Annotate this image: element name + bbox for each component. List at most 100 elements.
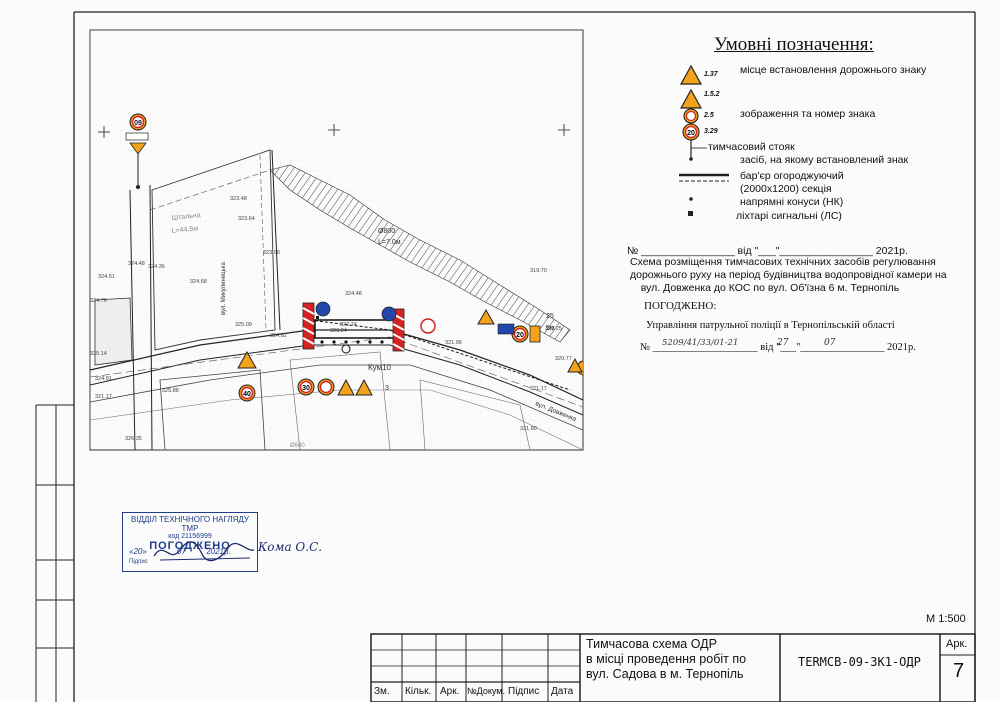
point3-label: 3 [385,385,389,392]
elev-label: 321.96 [445,340,462,346]
sign-30-group: 30 [297,378,373,396]
code-3-29: 3.29 [704,128,718,135]
sign-20-group: 20 [477,308,583,376]
stamp-sign-label: Підпис [129,559,148,565]
elev-label: 322.74 [340,322,357,328]
sign-09-group: 09 [125,113,149,189]
tb-header-doc: №Докум. [467,686,505,696]
pipe-label: Ø800 [378,228,395,235]
scale-label: М 1:500 [926,613,966,625]
street-left-label: Штальна [171,212,201,222]
barrier-left [302,302,315,350]
tb-header-zm: Зм. [374,686,390,697]
tb-header-date: Дата [551,686,574,697]
scheme-desc-line: дорожнього руху на період будівництва во… [630,269,947,281]
dist-label: 25 [546,313,554,320]
elev-label: 323.48 [230,196,247,202]
elev-label: 324.51 [98,274,115,280]
legend-item-barrier-size: (2000x1200) секція [740,183,832,195]
tb-code: TERMCB-09-ЗК1-ОДР [798,655,921,669]
tb-title-line: в місці проведення робіт по [586,652,747,666]
scheme-desc-line: Схема розміщення тимчасових технічних за… [630,256,936,268]
length-right-label: L=7.0м [378,239,401,246]
handwritten-name: Кома О.С. [258,540,323,554]
sign-40-text: 40 [243,391,251,398]
handwritten-month: 07 [824,338,836,348]
legend-item-post: тимчасовий стояк [708,141,795,153]
sign-09-text: 09 [134,120,142,127]
bottom-pipe-label: Ø600 [290,443,305,449]
elev-label: 325.14 [90,351,107,357]
handwritten-day: 27 [777,338,789,348]
street-vertical-label: вул. Микулинецька [221,262,227,315]
legend-symbols: 20 [679,64,729,216]
stamp-month: 07 [177,547,186,556]
warning-sign-icon [679,88,703,109]
stamp-year: 21 [215,547,224,556]
legend-item-cones: напрямні конуси (НК) [740,196,844,208]
legend-item-mount: засіб, на якому встановлений знак [740,154,909,166]
sign-40-group: 40 [237,350,257,402]
elev-label: 325.88 [162,388,179,394]
tb-title: Тимчасова схема ОДР в місці проведення р… [586,637,746,682]
elev-label: 326.35 [125,436,142,442]
speed-limit-value: 20 [687,130,695,137]
elev-label: 324.91 [95,376,112,382]
elev-label: 324.68 [190,279,207,285]
legend-item-sign-location: місце встановлення дорожнього знаку [740,64,927,76]
elev-label: 324.36 [148,264,165,270]
tb-header-ark: Арк. [440,686,460,697]
code-1-5-2: 1.5.2 [704,91,720,98]
scheme-number-line: № ________________ від "___"____________… [627,245,908,257]
elev-label: 323.24 [330,328,347,334]
blue-signs [315,301,436,334]
length-left-label: L=44.5м [171,225,198,235]
legend-item-sign-image: зображення та номер знака [740,108,876,120]
dist2-label: 5м [546,325,555,332]
handwritten-number: 5209/41/33/01-21 [662,338,739,348]
approval-stamp: ВІДДІЛ ТЕХНІЧНОГО НАГЛЯДУ ТМР код 211569… [122,512,258,572]
legend-title: Умовні позначення: [714,34,874,55]
tb-header-sign: Підпис [508,686,540,697]
code-2-5: 2.5 [704,112,714,119]
tb-title-line: Тимчасова схема ОДР [586,637,717,651]
elev-label: 325.09 [235,322,252,328]
elev-label: 321.80 [520,426,537,432]
sign-30-text: 30 [302,385,310,392]
elev-label: 323.98 [263,250,280,256]
elev-label: 321.17 [530,386,547,392]
legend-item-barrier: бар'єр огороджуючий [740,170,844,182]
elev-label: 324.82 [270,333,287,339]
warning-sign-icon [679,64,703,85]
signal-light-icon [688,211,693,216]
kum-label: Кум10 [368,363,392,372]
tb-header-kilk: Кільк. [405,686,432,697]
barrier-right [392,308,405,352]
tb-title-line: вул. Садова в м. Тернопіль [586,667,744,681]
agreed-label: ПОГОДЖЕНО: [644,300,717,312]
legend-item-lights: ліхтарі сигнальні (ЛС) [736,210,842,222]
code-1-37: 1.37 [704,71,718,78]
stamp-line2: код 21156999 [168,533,212,540]
elev-label: 324.48 [345,291,362,297]
agreed-number-line: № ____________________ від "___"________… [640,342,916,353]
stamp-title: ПОГОДЖЕНО [149,540,231,552]
site-map: 09 40 30 20 323.48 323.64 3 [90,30,583,450]
elev-label: 324.76 [90,298,107,304]
stamp-line1: ВІДДІЛ ТЕХНІЧНОГО НАГЛЯДУ ТМР [131,515,249,533]
cone-icon [689,197,693,201]
scheme-description: Схема розміщення тимчасових технічних за… [630,256,947,295]
elev-label: 320.77 [555,356,572,362]
stamp-date: «20» 07 2021р. [129,547,231,556]
embankment [269,164,571,343]
elev-label: 323.64 [238,216,255,222]
sign-20-text: 20 [516,332,524,339]
signature-scribble [153,541,255,562]
elev-label: 324.48 [128,261,145,267]
scheme-desc-line: вул. Довженка до КОС по вул. Об'їзна 6 м… [640,282,900,294]
police-dept: Управління патрульної поліції в Тернопіл… [646,320,895,331]
stamp-day: 20 [133,547,143,556]
tb-sheet-label: Арк. [946,638,968,650]
elev-label: 321.25 [545,326,562,332]
elev-label: 319.70 [530,268,547,274]
